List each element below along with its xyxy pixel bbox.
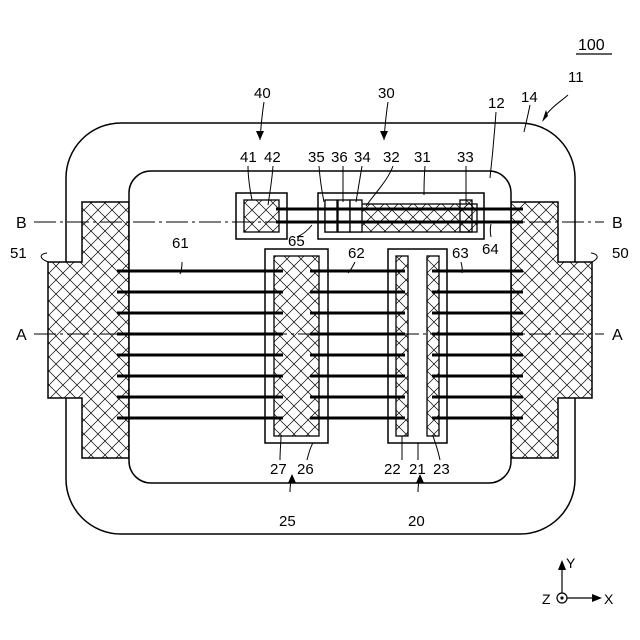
label-34: 34 <box>354 149 371 166</box>
label-22: 22 <box>384 461 401 478</box>
element-23-strip <box>427 256 439 436</box>
element-34-part <box>350 200 362 232</box>
label-36: 36 <box>331 149 348 166</box>
element-36-part <box>338 200 350 232</box>
label-11: 11 <box>568 69 584 86</box>
label-23: 23 <box>433 461 450 478</box>
label-62: 62 <box>348 245 365 262</box>
section-a-left: A <box>16 327 27 344</box>
element-27-inner <box>274 256 319 436</box>
label-35: 35 <box>308 149 325 166</box>
label-27: 27 <box>270 461 287 478</box>
label-33: 33 <box>457 149 474 166</box>
label-14: 14 <box>521 89 538 106</box>
axis-z-label: Z <box>542 591 551 607</box>
label-26: 26 <box>297 461 314 478</box>
x-arrow-icon <box>592 594 602 602</box>
element-33-part <box>460 200 472 232</box>
label-61: 61 <box>172 235 189 252</box>
label-21: 21 <box>409 461 426 478</box>
element-22-strip <box>396 256 408 436</box>
element-35-part <box>325 200 337 232</box>
y-arrow-icon <box>558 560 566 570</box>
axis-y-label: Y <box>566 555 576 571</box>
section-b-left: B <box>16 215 27 232</box>
label-51: 51 <box>10 245 27 262</box>
label-20: 20 <box>408 513 425 530</box>
label-12: 12 <box>488 95 505 112</box>
figure-number: 100 <box>578 37 605 54</box>
terminal-51-hatch <box>48 202 129 458</box>
axis-x-label: X <box>604 591 614 607</box>
axis-indicator: Y Z X <box>542 555 614 607</box>
label-30: 30 <box>378 85 395 102</box>
element-42-inner <box>244 200 279 232</box>
label-25: 25 <box>279 513 296 530</box>
label-64: 64 <box>482 241 499 258</box>
label-42: 42 <box>264 149 281 166</box>
label-40: 40 <box>254 85 271 102</box>
label-32: 32 <box>383 149 400 166</box>
section-b-right: B <box>612 215 623 232</box>
label-63: 63 <box>452 245 469 262</box>
label-41: 41 <box>240 149 257 166</box>
label-65: 65 <box>288 233 305 250</box>
label-31: 31 <box>414 149 431 166</box>
section-a-right: A <box>612 327 623 344</box>
terminal-50-hatch <box>511 202 592 458</box>
label-50: 50 <box>612 245 629 262</box>
